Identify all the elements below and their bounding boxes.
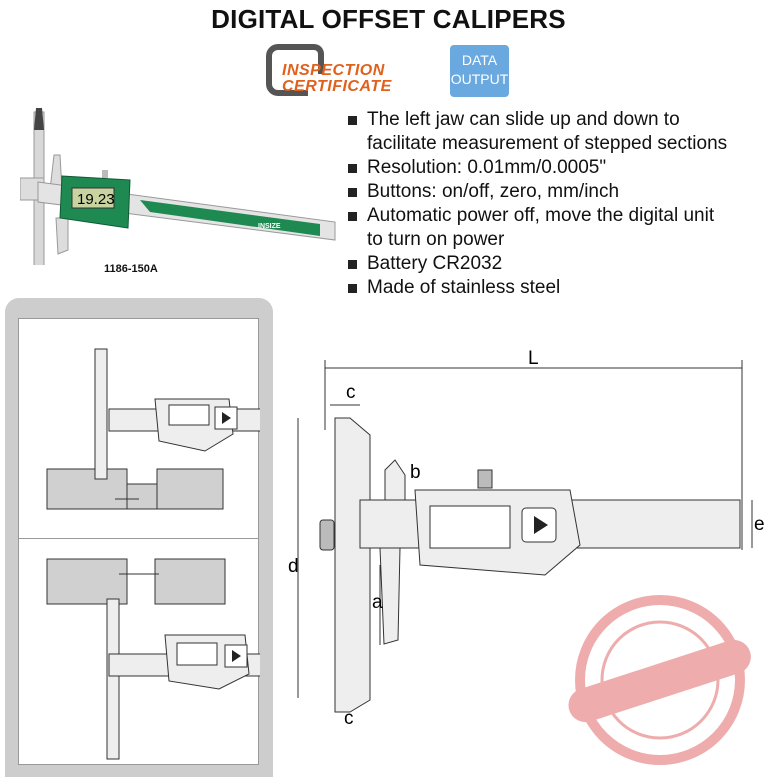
caliper-product-photo: 19.23 INSIZE: [20, 108, 336, 265]
feature-item: Resolution: 0.01mm/0.0005": [347, 156, 747, 180]
badge-text: DATA: [461, 52, 498, 68]
product-model: 1186-150A: [104, 263, 158, 275]
badge-text: CERTIFICATE: [282, 78, 392, 95]
data-output-badge: DATA OUTPUT: [450, 45, 509, 97]
feature-item: Made of stainless steel: [347, 276, 747, 300]
badge-text: INSPECTION: [282, 62, 385, 79]
dim-label-c-top: c: [346, 382, 356, 403]
dim-label-c-bottom: c: [344, 708, 354, 729]
feature-item: Buttons: on/off, zero, mm/inch: [347, 180, 747, 204]
certificate-bracket-icon: [266, 44, 324, 96]
inspection-certificate-badge: INSPECTION CERTIFICATE: [264, 42, 424, 100]
dim-label-b: b: [410, 462, 421, 483]
dim-label-d: d: [288, 556, 299, 577]
feature-item: Automatic power off, move the digital un…: [347, 204, 727, 252]
display-reading: 19.23: [77, 191, 115, 208]
protected-image-watermark: [568, 595, 751, 765]
usage-illustration-panel: [5, 298, 273, 777]
feature-item: Battery CR2032: [347, 252, 747, 276]
dim-label-a: a: [372, 592, 383, 613]
badge-text: OUTPUT: [450, 71, 509, 87]
dim-label-e: e: [754, 514, 765, 535]
brand-logo: INSIZE: [258, 223, 281, 230]
dimension-drawing: L c d a b e c: [288, 348, 765, 729]
offset-measurement-illustration: [18, 538, 262, 765]
page-title: DIGITAL OFFSET CALIPERS: [211, 4, 566, 34]
stepped-measurement-illustration: [18, 318, 262, 539]
dim-label-L: L: [528, 348, 539, 369]
feature-item: The left jaw can slide up and down to fa…: [347, 108, 747, 156]
feature-list: The left jaw can slide up and down to fa…: [347, 108, 747, 300]
